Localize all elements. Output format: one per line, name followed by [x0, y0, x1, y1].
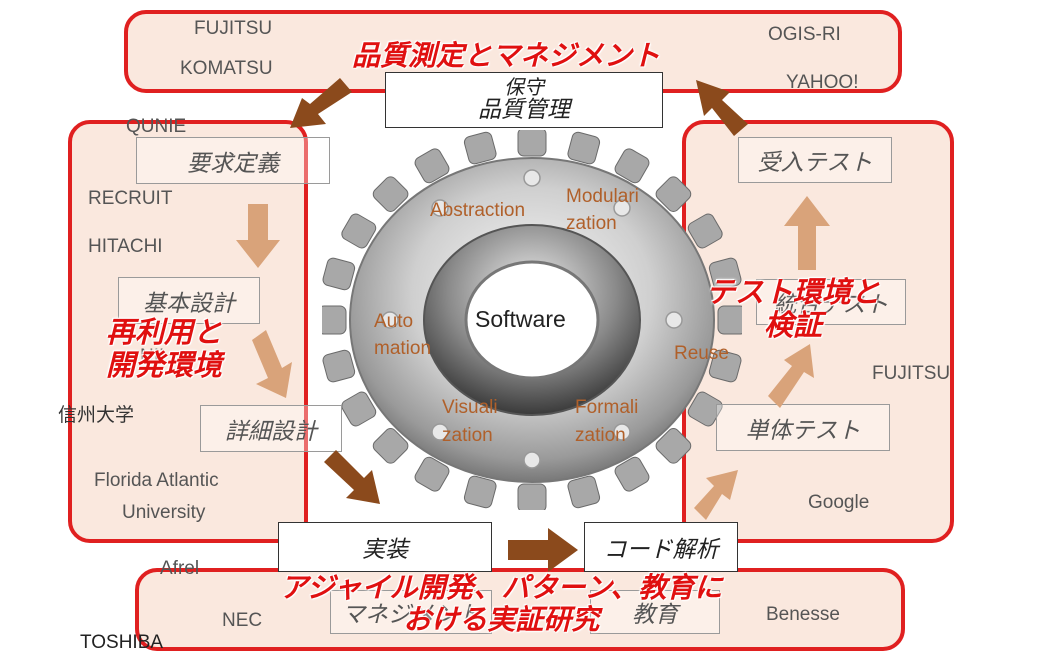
arrow-detailed-to-impl: [324, 450, 380, 504]
step-implementation: 実装: [278, 522, 492, 572]
org-afrel: Afrel: [160, 558, 200, 579]
arrow-basic-to-detailed: [252, 330, 292, 398]
left-region: [68, 120, 308, 543]
arrow-code-to-unit: [694, 470, 738, 520]
gear-tooth: [567, 475, 601, 509]
arrow-impl-to-code: [508, 528, 578, 572]
gear-tooth: [687, 213, 723, 249]
theme-left-line2: 開発環境: [106, 348, 223, 383]
gear-tooth: [517, 130, 547, 157]
gear-tooth: [655, 176, 692, 212]
gear-tooth: [708, 349, 742, 383]
org-fujitsu-right: FUJITSU: [872, 363, 951, 384]
gear-bolts: [381, 169, 683, 469]
arrow-top-to-req: [290, 78, 352, 128]
gear-tooth: [717, 305, 742, 335]
org-hitachi: HITACHI: [88, 236, 163, 257]
gear-tooth: [372, 176, 409, 212]
gear-tooth: [341, 213, 377, 249]
org-yahoo: YAHOO!: [786, 72, 859, 93]
gear-tooth: [372, 428, 409, 464]
org-komatsu: KOMATSU: [180, 58, 273, 79]
gear-center-label: Software: [475, 306, 566, 332]
org-nec: NEC: [222, 610, 263, 631]
org-fau-1: Florida Atlantic: [94, 470, 219, 491]
gear-tooth: [614, 148, 650, 184]
org-fau-2: University: [122, 502, 206, 523]
theme-right-line1: テスト環境と: [706, 275, 881, 309]
step-code-analysis: コード解析: [584, 522, 738, 572]
step-education: 教育: [590, 590, 720, 634]
label-abstraction: Abstraction: [430, 200, 526, 221]
org-recruit: RECRUIT: [88, 188, 173, 209]
label-visualization-1: Visuali: [442, 397, 498, 418]
org-google: Google: [808, 492, 870, 513]
software-gear: [322, 130, 742, 510]
gear-hole: [464, 260, 600, 380]
theme-right-line2: 検証: [764, 308, 823, 343]
label-automation-1: Auto: [374, 311, 414, 332]
step-management: マネジメント: [330, 590, 492, 634]
org-shinshu: 信州大学: [58, 405, 135, 426]
gear-tooth: [655, 428, 692, 464]
step-detailed-design: 詳細設計: [200, 405, 342, 452]
arrow-unit-to-integration: [768, 344, 814, 408]
gear-tooth: [414, 456, 450, 492]
label-formalization-2: zation: [575, 425, 626, 446]
theme-bottom-line1: アジャイル開発、パターン、教育に: [280, 571, 723, 604]
step-requirements: 要求定義: [136, 137, 330, 184]
gear-teeth: [322, 130, 742, 510]
arrow-integration-to-acceptance: [784, 196, 830, 270]
org-ogis: OGIS-RI: [768, 24, 841, 45]
gear-tooth: [322, 349, 356, 383]
theme-bottom: アジャイル開発、パターン、教育に おける実証研究: [280, 571, 723, 637]
theme-top: 品質測定とマネジメント: [352, 39, 661, 72]
label-visualization-2: zation: [442, 425, 493, 446]
gear-tooth: [614, 456, 650, 492]
step-quality-label: 品質管理: [478, 97, 570, 124]
dark-arrows: [290, 78, 748, 572]
theme-left: 再利用と 開発環境: [106, 315, 223, 383]
org-nii: NII: [140, 346, 165, 367]
gear-tooth: [463, 131, 497, 165]
gear-tooth: [341, 391, 377, 427]
step-integration-test: 統合テスト: [756, 279, 906, 325]
bottom-region: [135, 568, 905, 651]
label-reuse: Reuse: [674, 343, 729, 364]
gear-tooth: [322, 305, 347, 335]
step-maintenance-label: 保守: [504, 75, 544, 100]
theme-bottom-line2: おける実証研究: [403, 603, 600, 637]
step-quality-management: 保守 品質管理: [385, 72, 663, 128]
step-basic-design: 基本設計: [118, 277, 260, 324]
org-fujitsu-top: FUJITSU: [194, 18, 273, 39]
org-toshiba: TOSHIBA: [80, 632, 164, 653]
org-benesse: Benesse: [766, 604, 840, 625]
theme-left-line1: 再利用と: [106, 315, 223, 349]
gear-tooth: [463, 475, 497, 509]
step-unit-test: 単体テスト: [716, 404, 890, 451]
theme-right: テスト環境と 検証: [706, 275, 881, 343]
org-qunie: QUNIE: [126, 116, 187, 137]
arrow-acceptance-to-top: [696, 80, 748, 136]
gear-tooth: [687, 391, 723, 427]
gear-tooth: [708, 257, 742, 291]
label-modularization-1: Modulari: [566, 186, 639, 207]
label-automation-2: mation: [374, 338, 432, 359]
label-modularization-2: zation: [566, 213, 617, 234]
arrow-req-to-basic: [236, 204, 280, 268]
step-acceptance-test: 受入テスト: [738, 137, 892, 183]
label-formalization-1: Formali: [575, 397, 639, 418]
gear-tooth: [567, 131, 601, 165]
gear-tooth: [414, 148, 450, 184]
light-arrows: [236, 196, 830, 520]
gear-tooth: [322, 257, 356, 291]
gear-tooth: [517, 483, 547, 510]
